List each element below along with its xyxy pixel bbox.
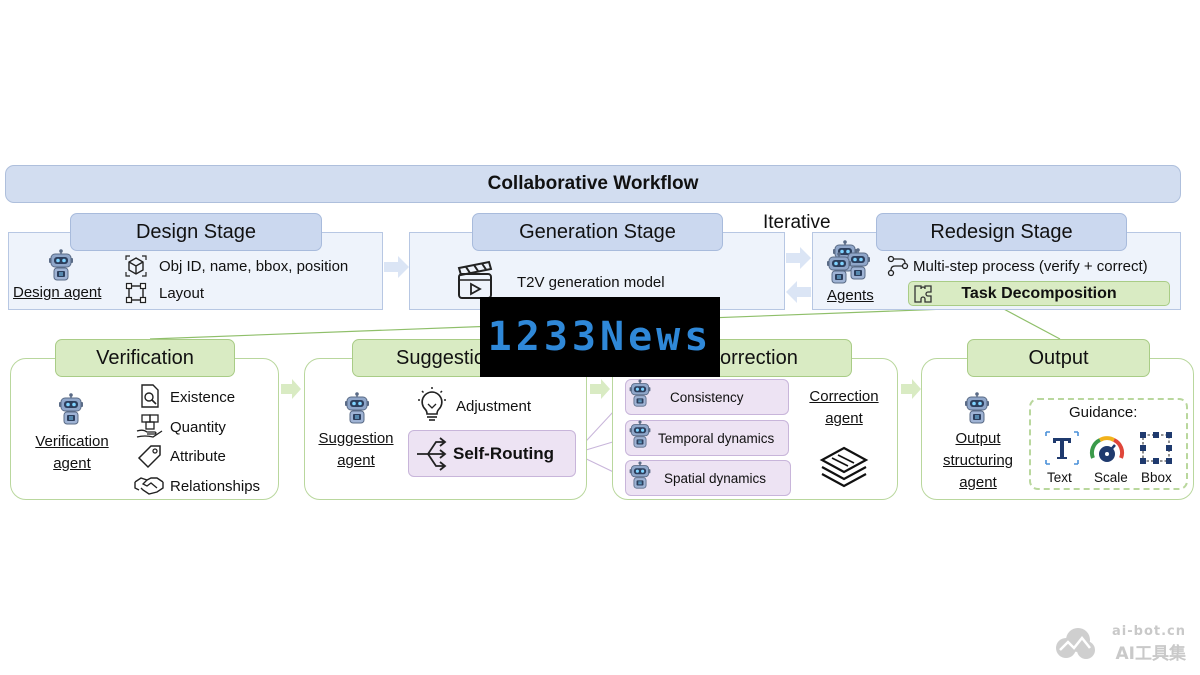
generation-stage-label: Generation Stage bbox=[472, 213, 723, 251]
correction-agent-label: Correction agent bbox=[809, 388, 879, 427]
redesign-agents-label: Agents bbox=[827, 287, 874, 304]
guidance-item-bbox: Bbox bbox=[1141, 470, 1172, 485]
consistency-robot-icon bbox=[627, 379, 653, 409]
lightbulb-icon bbox=[418, 387, 446, 421]
cube-icon bbox=[125, 255, 147, 277]
output-box bbox=[921, 358, 1194, 500]
arrow-verification-to-suggestion bbox=[281, 379, 301, 399]
verification-box bbox=[10, 358, 279, 500]
redesign-stage-label: Redesign Stage bbox=[876, 213, 1127, 251]
iterative-label: Iterative bbox=[763, 212, 831, 233]
correction-item-consistency: Consistency bbox=[625, 379, 789, 415]
output-agent-label: Output structuring agent bbox=[942, 430, 1014, 491]
verification-item-relationships: Relationships bbox=[170, 478, 261, 495]
watermark-overlay: 1233News bbox=[480, 297, 720, 377]
handshake-icon bbox=[134, 477, 164, 495]
bbox-icon bbox=[1140, 432, 1172, 464]
verification-label: Verification bbox=[55, 339, 235, 377]
generation-model-label: T2V generation model bbox=[517, 274, 665, 291]
corner-watermark: ai-bot.cn AI工具集 bbox=[1112, 624, 1186, 664]
correction-item-spatial: Spatial dynamics bbox=[625, 460, 791, 496]
guidance-item-text: Text bbox=[1047, 470, 1072, 485]
design-stage-label: Design Stage bbox=[70, 213, 322, 251]
guidance-box bbox=[1029, 398, 1188, 490]
temporal-robot-icon bbox=[627, 420, 653, 450]
workflow-banner: Collaborative Workflow bbox=[5, 165, 1181, 203]
agents-robot-icon-3 bbox=[824, 252, 854, 286]
scale-gauge-icon bbox=[1089, 436, 1125, 462]
verification-robot-icon bbox=[56, 393, 86, 427]
puzzle-icon bbox=[914, 285, 932, 303]
design-agent-label: Design agent bbox=[13, 284, 102, 301]
verification-item-quantity: Quantity bbox=[170, 419, 226, 436]
suggestion-agent-label: Suggestion agent bbox=[318, 430, 394, 469]
arrow-redesign-to-generation bbox=[786, 281, 811, 303]
existence-icon bbox=[141, 384, 159, 408]
suggestion-robot-icon bbox=[342, 392, 372, 426]
design-robot-icon bbox=[46, 249, 76, 283]
output-label: Output bbox=[967, 339, 1150, 377]
arrow-generation-to-redesign bbox=[786, 247, 811, 269]
correction-item-temporal: Temporal dynamics bbox=[625, 420, 789, 456]
arrow-design-to-generation bbox=[384, 256, 409, 278]
multistep-icon bbox=[887, 255, 909, 277]
line-to-output bbox=[999, 306, 1061, 340]
verification-item-existence: Existence bbox=[170, 389, 236, 406]
quantity-icon bbox=[136, 414, 163, 438]
layout-icon bbox=[125, 282, 147, 304]
arrow-correction-to-output bbox=[901, 379, 921, 399]
redesign-process-label: Multi-step process (verify + correct) bbox=[913, 258, 1148, 275]
layers-icon bbox=[819, 446, 869, 488]
routing-icon bbox=[417, 437, 447, 471]
spatial-robot-icon bbox=[627, 461, 653, 491]
verification-agent-label: Verification agent bbox=[35, 433, 109, 472]
output-robot-icon bbox=[962, 392, 992, 426]
cloud-logo-icon bbox=[1056, 628, 1095, 659]
clapperboard-icon bbox=[457, 260, 493, 299]
tag-icon bbox=[137, 445, 161, 469]
design-item-objid: Obj ID, name, bbox, position bbox=[159, 258, 349, 275]
arrow-suggestion-to-correction bbox=[590, 379, 610, 399]
task-decomposition-pill: Task Decomposition bbox=[908, 281, 1170, 306]
workflow-title: Collaborative Workflow bbox=[487, 173, 699, 194]
text-icon bbox=[1045, 431, 1079, 465]
guidance-item-scale: Scale bbox=[1094, 470, 1128, 485]
guidance-label: Guidance: bbox=[1069, 404, 1138, 421]
design-item-layout: Layout bbox=[159, 285, 205, 302]
suggestion-adjustment-label: Adjustment bbox=[456, 398, 532, 415]
verification-item-attribute: Attribute bbox=[170, 448, 226, 465]
